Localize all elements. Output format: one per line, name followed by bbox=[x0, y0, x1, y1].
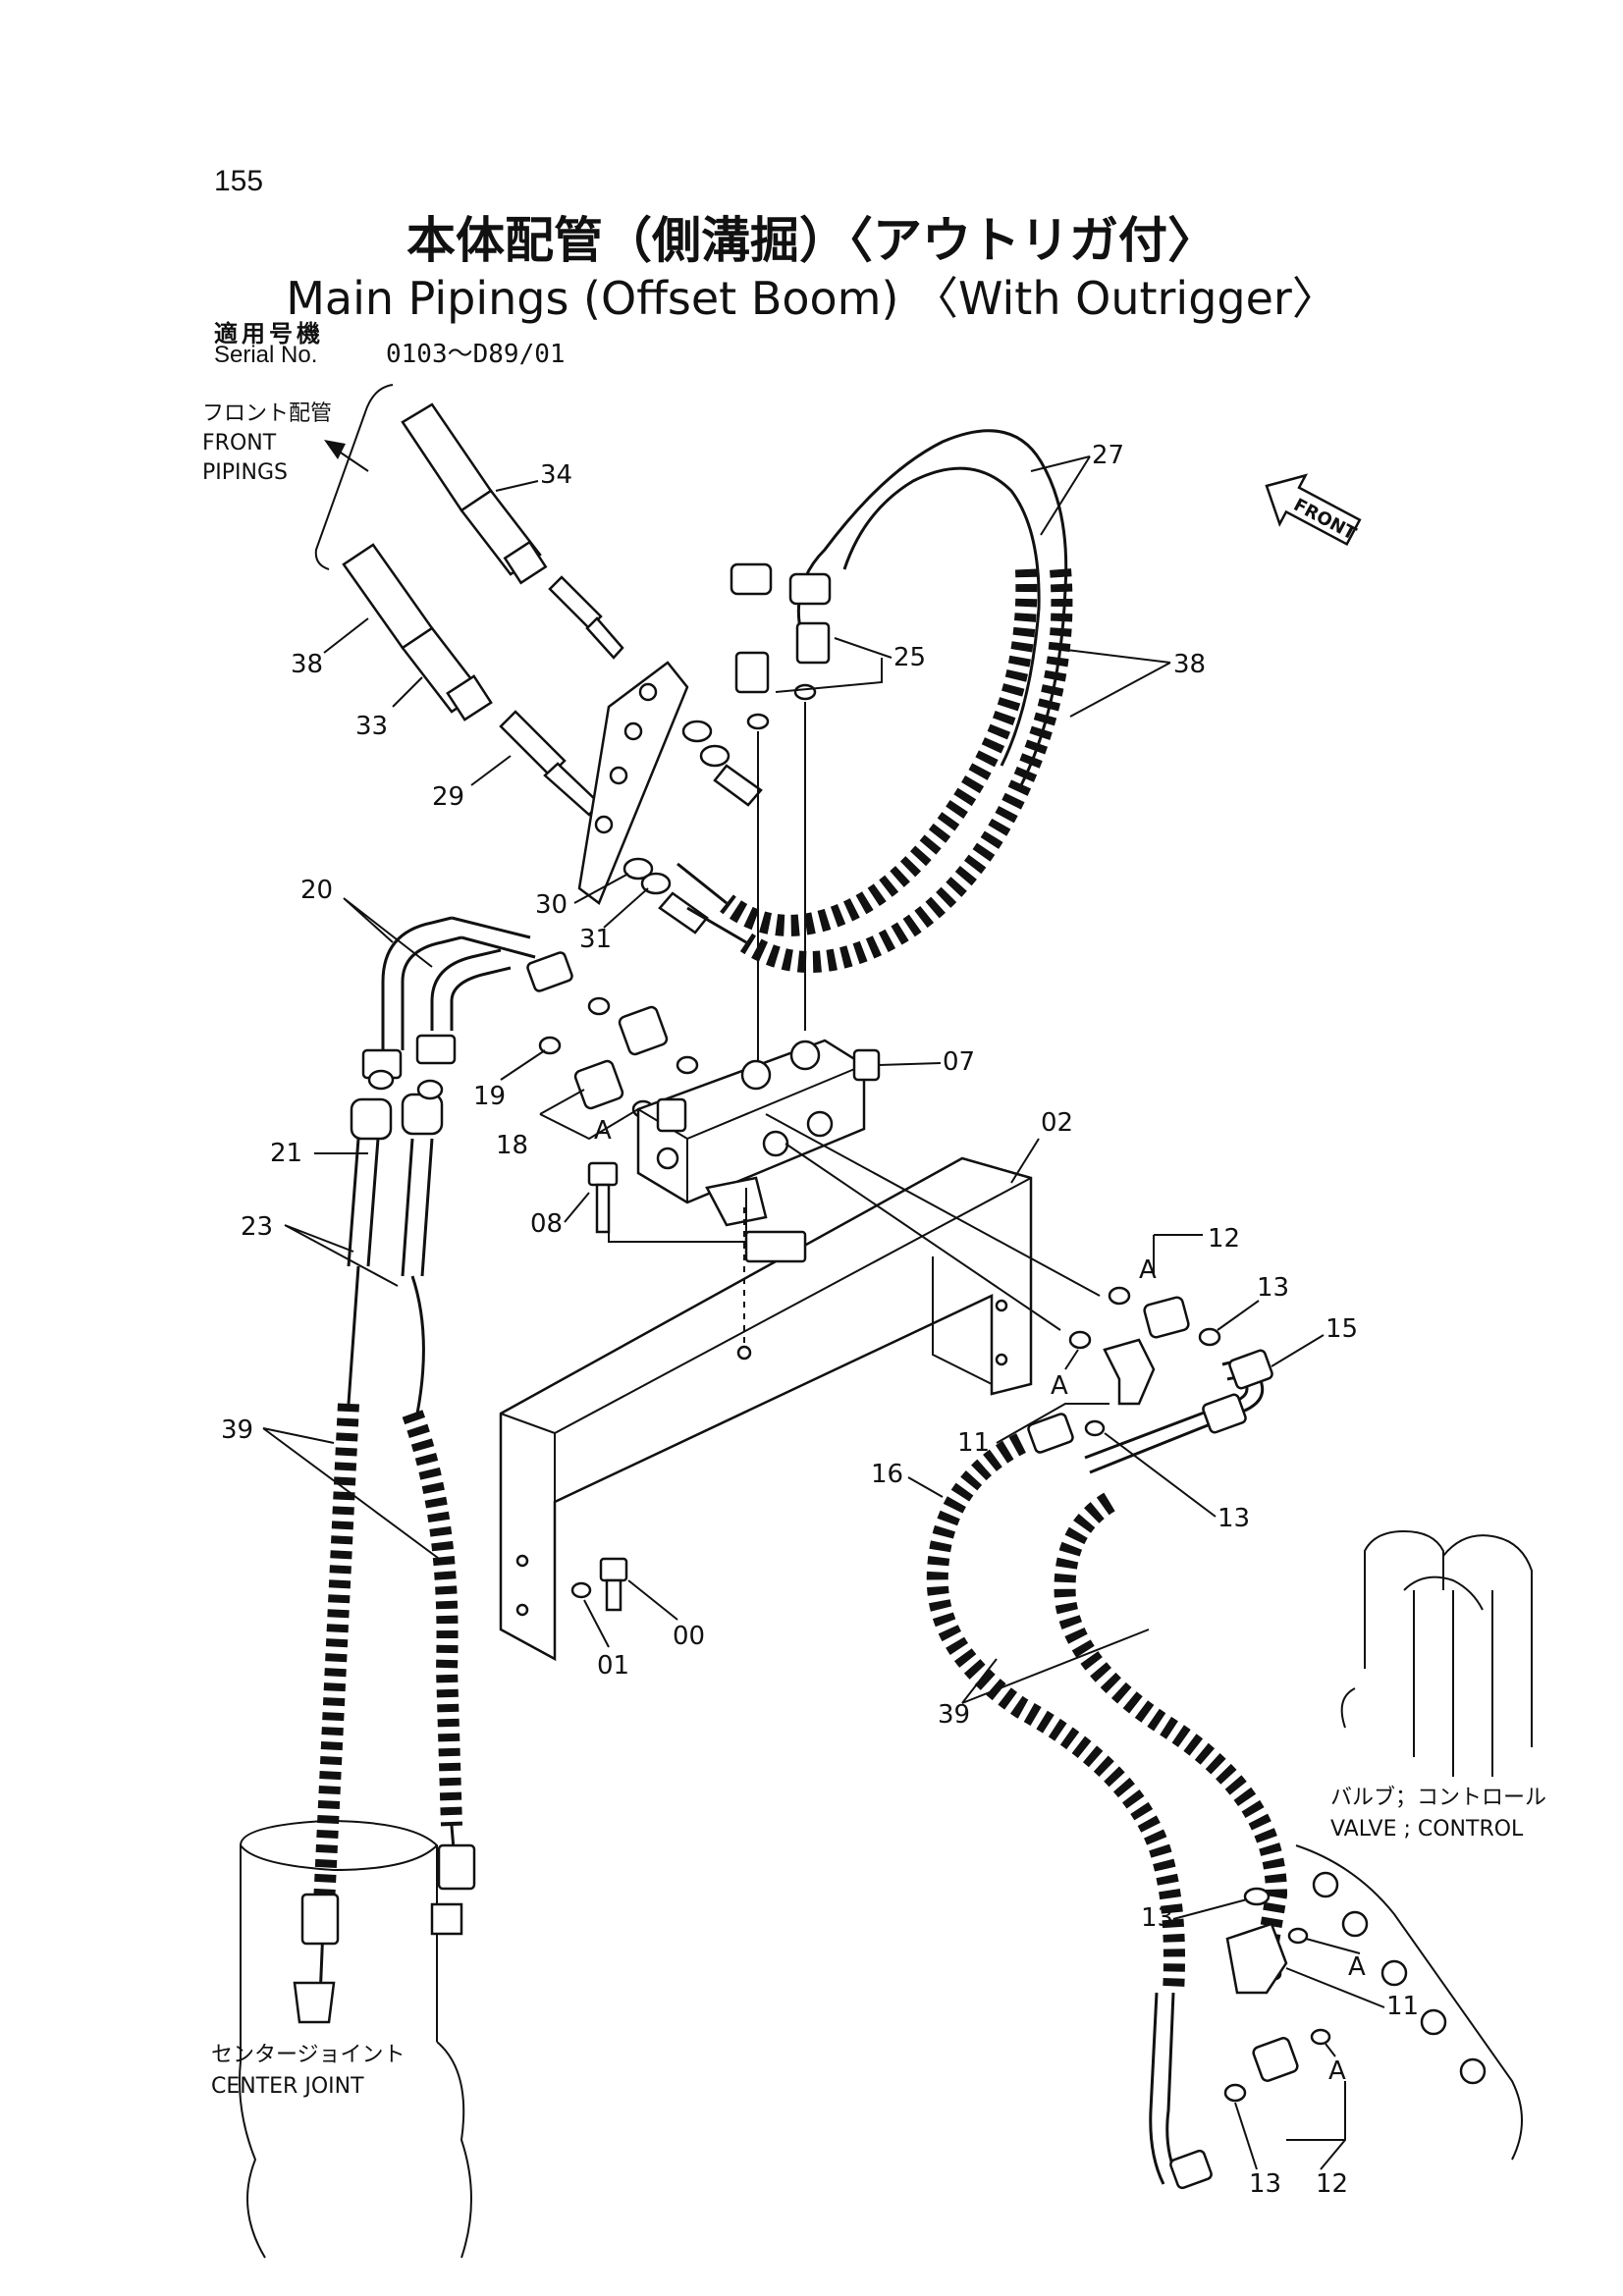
bolt-08 bbox=[587, 1161, 747, 1243]
serial-label-japanese: 適用号機 bbox=[214, 320, 324, 347]
fitting-34-nipple bbox=[548, 575, 624, 660]
label-29: 29 bbox=[432, 782, 464, 812]
o-ring-21b bbox=[416, 1079, 444, 1100]
hose-34 bbox=[401, 402, 548, 585]
serial-label-english: Serial No. bbox=[214, 342, 318, 368]
front-pipings-label-en1: FRONT bbox=[202, 431, 277, 455]
fittings-25 bbox=[734, 621, 831, 730]
fitting-29 bbox=[499, 710, 601, 817]
bolt-00-washer-01 bbox=[570, 1557, 628, 1612]
fittings-lower-right bbox=[1223, 1887, 1331, 2103]
label-13b: 13 bbox=[1217, 1504, 1250, 1533]
label-33: 33 bbox=[355, 712, 388, 741]
label-01: 01 bbox=[597, 1651, 629, 1681]
label-13c: 13 bbox=[1141, 1903, 1173, 1933]
label-16: 16 bbox=[871, 1460, 903, 1489]
part-labels: 34 38 33 29 27 25 38 20 30 31 19 18 A 07… bbox=[221, 441, 1419, 2199]
bracket-plate bbox=[577, 661, 689, 905]
label-30: 30 bbox=[535, 890, 568, 920]
label-39b: 39 bbox=[938, 1700, 970, 1730]
label-a3: A bbox=[1051, 1371, 1068, 1401]
o-ring-21a bbox=[367, 1069, 395, 1091]
center-joint-label-en: CENTER JOINT bbox=[211, 2074, 364, 2099]
front-pipings-label-ja: フロント配管 bbox=[202, 401, 332, 426]
label-a5: A bbox=[1328, 2056, 1346, 2086]
front-pipings-arrow-icon bbox=[324, 440, 346, 459]
valve-label-en: VALVE ; CONTROL bbox=[1330, 1817, 1524, 1842]
page-number: 155 bbox=[214, 165, 264, 197]
label-34: 34 bbox=[540, 460, 572, 490]
label-07: 07 bbox=[943, 1047, 975, 1077]
fittings-right-group bbox=[1027, 1286, 1273, 1474]
front-direction-arrow-icon: FRONT bbox=[1265, 473, 1362, 546]
label-a1: A bbox=[594, 1116, 612, 1146]
label-02: 02 bbox=[1041, 1108, 1073, 1138]
label-11a: 11 bbox=[957, 1428, 990, 1458]
label-08: 08 bbox=[530, 1209, 563, 1239]
front-pipings-label-en2: PIPINGS bbox=[202, 460, 288, 485]
label-12b: 12 bbox=[1316, 2169, 1348, 2199]
label-20: 20 bbox=[300, 876, 333, 905]
label-31: 31 bbox=[579, 925, 612, 954]
front-pipings-callout bbox=[314, 384, 394, 570]
hose-20 bbox=[361, 916, 573, 1080]
hose-27-38-loop bbox=[676, 429, 1073, 973]
label-38a: 38 bbox=[291, 650, 323, 679]
title-english: Main Pipings (Offset Boom) 〈With Outrigg… bbox=[286, 272, 1337, 325]
center-joint bbox=[239, 1819, 472, 2259]
mounting-bracket-02 bbox=[499, 1156, 1033, 1662]
label-a2: A bbox=[1139, 1255, 1157, 1285]
nut-30-31 bbox=[622, 857, 709, 934]
hose-33 bbox=[342, 543, 493, 721]
label-12a: 12 bbox=[1208, 1224, 1240, 1254]
nuts-upper bbox=[681, 720, 763, 807]
label-13d: 13 bbox=[1249, 2169, 1281, 2199]
label-00: 00 bbox=[673, 1622, 705, 1651]
label-23: 23 bbox=[241, 1212, 273, 1242]
center-joint-label-ja: センタージョイント bbox=[211, 2043, 406, 2067]
label-13a: 13 bbox=[1257, 1273, 1289, 1303]
label-27: 27 bbox=[1092, 441, 1124, 470]
hose-23-39-left bbox=[300, 1093, 476, 2023]
serial-number-value: 0103～D89/01 bbox=[386, 340, 566, 369]
label-38b: 38 bbox=[1173, 650, 1206, 679]
title-japanese: 本体配管（側溝掘）〈アウトリガ付〉 bbox=[406, 212, 1217, 269]
label-11b: 11 bbox=[1386, 1992, 1419, 2021]
label-25: 25 bbox=[893, 643, 926, 672]
label-21: 21 bbox=[270, 1139, 302, 1168]
control-valve bbox=[1295, 1529, 1533, 2161]
hose-16-39-right bbox=[926, 1433, 1288, 2190]
label-39a: 39 bbox=[221, 1415, 253, 1445]
label-15: 15 bbox=[1325, 1314, 1358, 1344]
valve-block-07 bbox=[636, 1039, 881, 1227]
label-18: 18 bbox=[496, 1131, 528, 1160]
label-19: 19 bbox=[473, 1082, 506, 1111]
label-a4: A bbox=[1348, 1952, 1366, 1982]
valve-label-ja: バルブ；コントロール bbox=[1330, 1786, 1546, 1810]
